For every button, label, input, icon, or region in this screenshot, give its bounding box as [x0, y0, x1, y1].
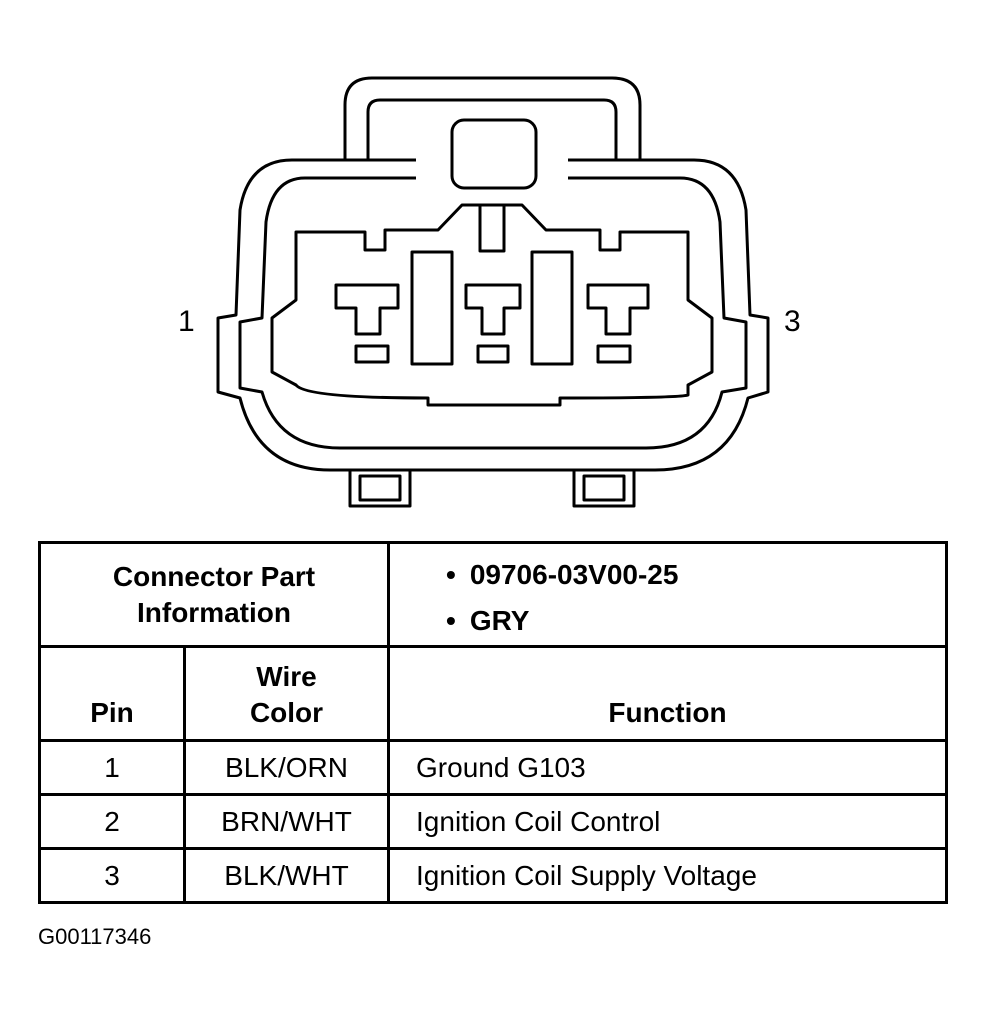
bottom-tab-left [348, 470, 412, 508]
function-cell: Ignition Coil Supply Voltage [387, 847, 949, 904]
terminal-2 [464, 283, 522, 336]
connector-part-label: Connector Part Information [37, 541, 391, 648]
cavity [270, 203, 714, 407]
housing-inner [238, 176, 748, 450]
header-row: Pin Wire Color Function [38, 645, 949, 742]
terminal-3 [586, 283, 650, 336]
latch-button [450, 118, 538, 190]
table-row: 2 BRN/WHT Ignition Coil Control [38, 793, 949, 850]
function-cell: Ignition Coil Control [387, 793, 949, 850]
key-slot [478, 203, 506, 253]
connector-info-table: Connector Part Information 09706-03V00-2… [37, 541, 949, 904]
wire-color-header: Wire Color [182, 645, 391, 742]
housing-outer [216, 158, 770, 472]
rib-left [410, 250, 454, 366]
table-row: 1 BLK/ORN Ground G103 [38, 739, 949, 796]
connector-diagram [216, 76, 770, 508]
wire-color-cell: BRN/WHT [182, 793, 391, 850]
pin-cell: 3 [38, 847, 186, 904]
function-header: Function [387, 645, 949, 742]
function-cell: Ground G103 [387, 739, 949, 796]
terminal-1 [334, 283, 400, 336]
rib-right [530, 250, 574, 366]
part-info-cell: 09706-03V00-25 GRY [387, 541, 949, 648]
lock-window-2 [476, 344, 510, 364]
lock-window-3 [596, 344, 632, 364]
figure-code: G00117346 [38, 924, 152, 949]
bottom-tab-right-inner [582, 474, 626, 502]
part-info-list: 09706-03V00-25 GRY [390, 544, 945, 644]
part-info-row: Connector Part Information 09706-03V00-2… [37, 541, 949, 648]
connector-color: GRY [446, 598, 945, 644]
bottom-tab-right [572, 470, 636, 508]
bottom-tab-left-inner [358, 474, 402, 502]
table-row: 3 BLK/WHT Ignition Coil Supply Voltage [38, 847, 949, 904]
lock-window-1 [354, 344, 390, 364]
pin-1-label: 1 [178, 305, 195, 338]
pin-cell: 2 [38, 793, 186, 850]
pin-3-label: 3 [784, 305, 801, 338]
pin-header: Pin [38, 645, 186, 742]
wire-color-cell: BLK/WHT [182, 847, 391, 904]
latch-loop [343, 76, 642, 160]
wire-color-cell: BLK/ORN [182, 739, 391, 796]
part-number: 09706-03V00-25 [446, 552, 945, 598]
pin-cell: 1 [38, 739, 186, 796]
latch-loop-inner [366, 98, 618, 160]
